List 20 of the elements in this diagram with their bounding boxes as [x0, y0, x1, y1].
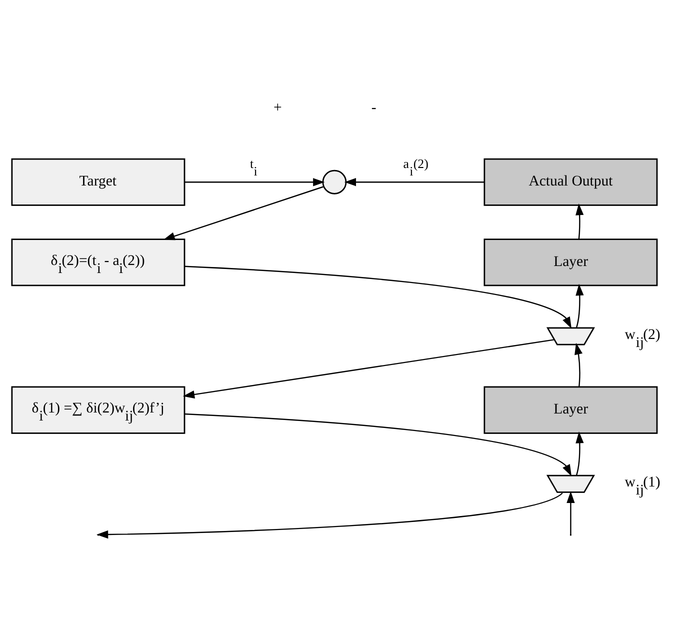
arrow: [184, 412, 572, 476]
node-semicircle: [546, 474, 595, 492]
arrow: [163, 186, 324, 240]
node-circle: [322, 169, 347, 194]
node-box: Actual Output: [484, 158, 658, 206]
arrow: [576, 283, 584, 328]
arrow: [344, 178, 484, 186]
arrow: [576, 203, 584, 239]
label: -: [371, 99, 376, 116]
arrow: [574, 342, 582, 386]
arrow: [184, 265, 572, 328]
node-box: Target: [11, 158, 186, 206]
arrow: [184, 178, 325, 186]
arrow: [576, 431, 584, 476]
arrow: [566, 490, 575, 534]
arrow: [182, 338, 554, 398]
node-box: Layer: [484, 386, 658, 434]
node-semicircle: [546, 326, 595, 345]
label: +: [274, 99, 282, 116]
node-box: Layer: [484, 238, 658, 286]
